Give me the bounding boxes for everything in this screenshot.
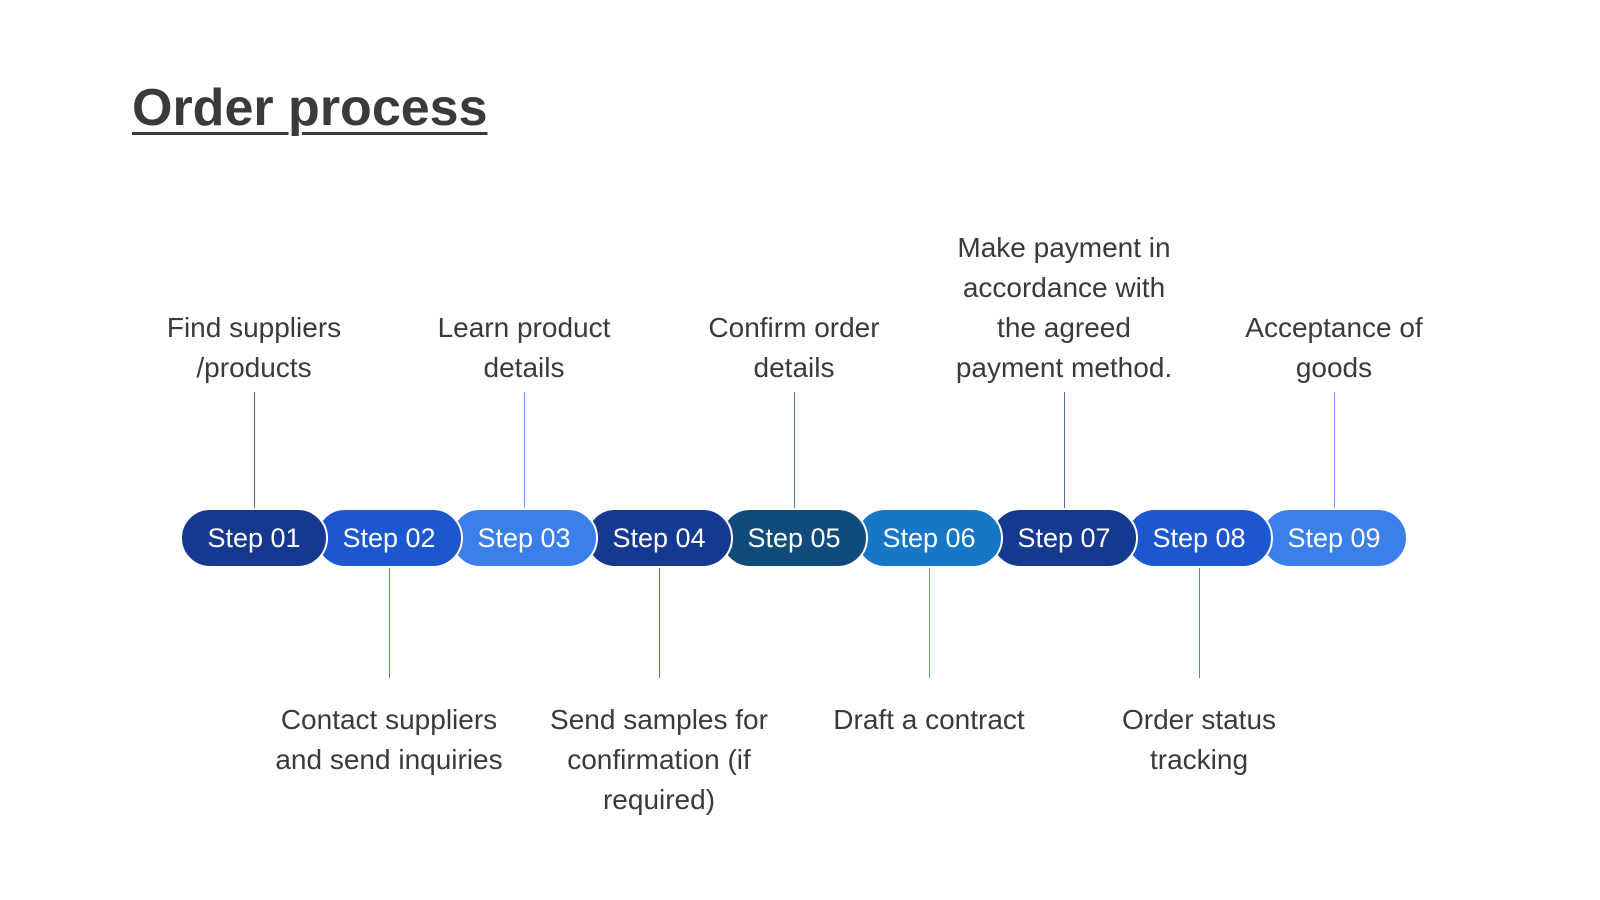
step-pill-6: Step 06 xyxy=(855,508,1003,568)
step-pill-4: Step 04 xyxy=(585,508,733,568)
step-connector-5 xyxy=(794,392,795,508)
page-title: Order process xyxy=(132,79,488,137)
step-connector-2 xyxy=(389,568,390,678)
step-connector-7 xyxy=(1064,392,1065,508)
step-pill-8: Step 08 xyxy=(1125,508,1273,568)
step-connector-6 xyxy=(929,568,930,678)
step-pill-2: Step 02 xyxy=(315,508,463,568)
step-description-1: Find suppliers/products xyxy=(166,312,342,383)
step-pill-9: Step 09 xyxy=(1260,508,1408,568)
step-connector-9 xyxy=(1334,392,1335,508)
step-pill-7: Step 07 xyxy=(990,508,1138,568)
step-description-6: Draft a contract xyxy=(833,704,1025,735)
step-pill-1: Step 01 xyxy=(180,508,328,568)
step-connector-8 xyxy=(1199,568,1200,678)
step-connector-4 xyxy=(659,568,660,678)
step-connector-1 xyxy=(254,392,255,508)
step-connector-3 xyxy=(524,392,525,508)
step-pill-5: Step 05 xyxy=(720,508,868,568)
step-pill-3: Step 03 xyxy=(450,508,598,568)
